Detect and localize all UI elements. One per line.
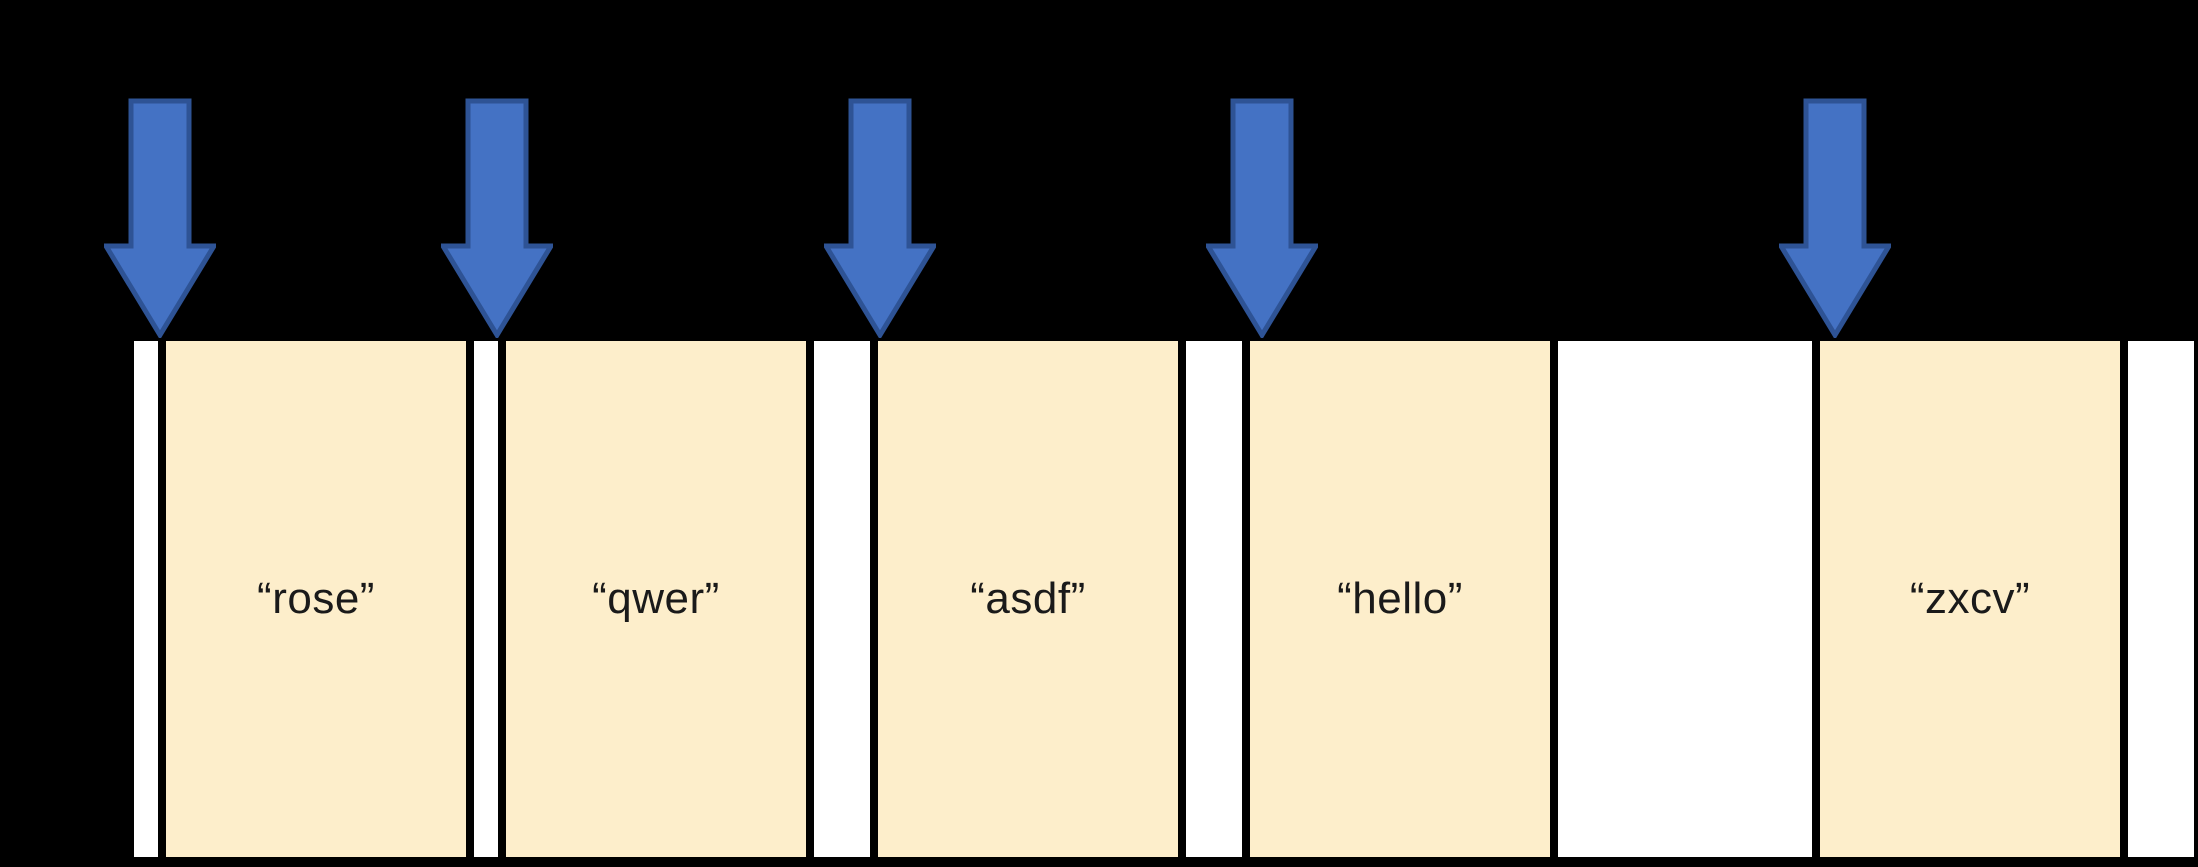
array-cell-empty[interactable]	[810, 337, 874, 861]
array-cell-filled[interactable]: “qwer”	[502, 337, 810, 861]
array-cell-label: “rose”	[257, 574, 375, 623]
array-cell-label: “asdf”	[970, 574, 1086, 623]
array-cell-filled[interactable]: “asdf”	[874, 337, 1182, 861]
array-cell-filled[interactable]: “zxcv”	[1816, 337, 2124, 861]
array-cell-label: “qwer”	[592, 574, 720, 623]
pointer-arrow-down-icon	[104, 98, 216, 338]
pointer-arrow-down-icon	[1206, 98, 1318, 338]
array-cell-label: “zxcv”	[1909, 574, 2031, 623]
array-cell-filled[interactable]: “rose”	[162, 337, 470, 861]
array-cell-empty[interactable]	[1554, 337, 1816, 861]
pointer-arrow-down-icon	[824, 98, 936, 338]
array-cell-empty[interactable]	[470, 337, 502, 861]
pointer-arrow-down-icon	[1779, 98, 1891, 338]
array-cell-label: “hello”	[1337, 574, 1463, 623]
array-cell-empty[interactable]	[130, 337, 162, 861]
array-cell-filled[interactable]: “hello”	[1246, 337, 1554, 861]
array-cell-empty[interactable]	[2124, 337, 2198, 861]
pointer-arrow-down-icon	[441, 98, 553, 338]
array-cell-empty[interactable]	[1182, 337, 1246, 861]
